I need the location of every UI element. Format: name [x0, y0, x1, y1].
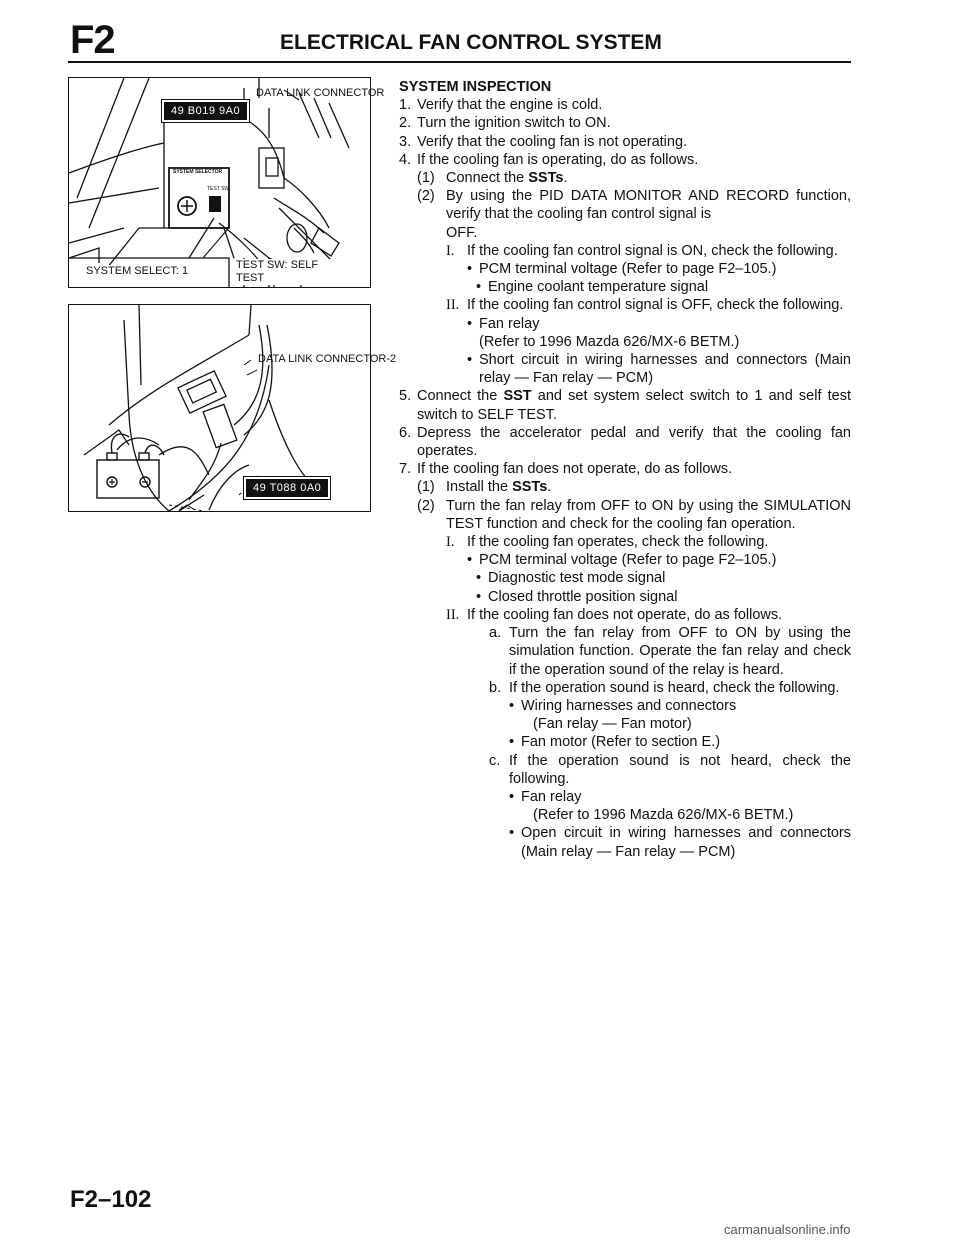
step-number: 6. [399, 424, 412, 441]
step-7-2: (2) Turn the fan relay from OFF to ON by … [399, 497, 851, 533]
step-text: If the cooling fan is operating, do as f… [417, 151, 699, 168]
step-4-2-i: I. If the cooling fan control signal is O… [399, 242, 851, 260]
figure-sst-connection: DATA LINK CONNECTOR-2 49 T088 0A0 [68, 304, 396, 512]
step-text: Turn the fan relay from OFF to ON by usi… [509, 625, 851, 678]
section-code: F2 [70, 18, 116, 62]
step-number: 2. [399, 115, 412, 132]
bullet-item: •Closed throttle position signal [476, 588, 678, 605]
page-number: F2–102 [70, 1186, 152, 1213]
bullet-item: •PCM terminal voltage (Refer to page F2–… [467, 552, 777, 569]
step-text: Turn the fan relay from OFF to ON by usi… [446, 497, 851, 532]
label-system-select: SYSTEM SELECT: 1 [85, 265, 190, 278]
step-text: Turn the ignition switch to ON. [417, 115, 611, 132]
step-3: 3. Verify that the cooling fan is not ope… [399, 133, 851, 151]
step-number: (2) [417, 497, 435, 514]
step-text: By using the PID DATA MONITOR AND RECORD… [446, 188, 851, 223]
step-text: Connect the SSTs. [446, 170, 568, 187]
bullet-item: •Fan relay [509, 788, 582, 805]
bullet-icon: • [476, 279, 482, 296]
step-4: 4. If the cooling fan is operating, do as… [399, 151, 851, 169]
figure-code: 49 T088 0A0 [242, 476, 332, 500]
step-number: I. [446, 242, 455, 259]
step-text: Connect the SST and set system select sw… [417, 388, 851, 423]
step-number: 3. [399, 133, 412, 150]
bullet-icon: • [476, 588, 482, 605]
watermark[interactable]: carmanualsonline.info [724, 1222, 851, 1237]
step-text: If the cooling fan control signal is OFF… [467, 297, 844, 314]
step-number: 7. [399, 461, 412, 478]
step-number: (2) [417, 188, 435, 205]
step-number: II. [446, 297, 460, 314]
bullet-item: •PCM terminal voltage (Refer to page F2–… [467, 261, 777, 278]
step-text: If the cooling fan operates, check the f… [467, 534, 769, 551]
step-number: b. [489, 679, 502, 696]
bullet-icon: • [476, 570, 482, 587]
step-text: If the cooling fan does not operate, do … [467, 606, 783, 623]
step-4-2-ii: II. If the cooling fan control signal is … [399, 296, 851, 314]
step-number: c. [489, 752, 501, 769]
step-number: a. [489, 625, 502, 642]
bullet-icon: • [467, 552, 473, 569]
step-7-2-ii-c: c. If the operation sound is not heard, c… [399, 752, 851, 788]
bullet-icon: • [509, 697, 515, 714]
step-7-2-ii: II. If the cooling fan does not operate, … [399, 606, 851, 624]
header-rule [68, 61, 851, 63]
reference-note: (Refer to 1996 Mazda 626/MX-6 BETM.) [479, 333, 740, 350]
label-data-link-connector: DATA LINK CONNECTOR [256, 87, 385, 99]
step-number: 1. [399, 97, 412, 114]
bullet-item: •Engine coolant temperature signal [476, 279, 709, 296]
step-number: 4. [399, 151, 412, 168]
step-text: Verify that the cooling fan is not opera… [417, 133, 688, 150]
step-text: Verify that the engine is cold. [417, 97, 603, 114]
step-4-2: (2) By using the PID DATA MONITOR AND REC… [399, 187, 851, 223]
label-system-selector: SYSTEM SELECTOR [172, 169, 224, 175]
bullet-item: •Short circuit in wiring harnesses and c… [467, 352, 851, 387]
bullet-icon: • [509, 825, 515, 842]
reference-note: (Fan relay — Fan motor) [533, 716, 692, 733]
step-7-2-ii-a: a. Turn the fan relay from OFF to ON by u… [399, 624, 851, 679]
bullet-item: •Fan motor (Refer to section E.) [509, 734, 721, 751]
step-number: (1) [417, 170, 435, 187]
step-text: If the cooling fan does not operate, do … [417, 461, 733, 478]
system-inspection: SYSTEM INSPECTION 1. Verify that the engi… [399, 78, 851, 861]
bullet-icon: • [509, 788, 515, 805]
step-7-1: (1) Install the SSTs. [399, 478, 851, 496]
bullet-icon: • [467, 261, 473, 278]
bullet-icon: • [467, 315, 473, 332]
bullet-icon: • [467, 352, 473, 369]
step-6: 6. Depress the accelerator pedal and veri… [399, 424, 851, 460]
step-1: 1. Verify that the engine is cold. [399, 96, 851, 114]
step-2: 2. Turn the ignition switch to ON. [399, 114, 851, 132]
bullet-item: •Open circuit in wiring harnesses and co… [509, 825, 851, 860]
label-test-sw-small: TEST SW [207, 186, 230, 192]
bullet-icon: • [509, 734, 515, 751]
step-number: II. [446, 606, 460, 623]
step-text: Depress the accelerator pedal and verify… [417, 424, 851, 460]
step-number: I. [446, 534, 455, 551]
step-number: (1) [417, 479, 435, 496]
figure-data-link-connector: 49 B019 9A0 DATA LINK CONNECTOR SYSTEM S… [68, 77, 384, 288]
bullet-item: •Wiring harnesses and connectors [509, 697, 737, 714]
reference-note: (Refer to 1996 Mazda 626/MX-6 BETM.) [533, 807, 794, 824]
label-data-link-connector-2: DATA LINK CONNECTOR-2 [258, 353, 397, 365]
step-text: If the operation sound is not heard, che… [509, 752, 851, 787]
step-7-2-i: I. If the cooling fan operates, check the… [399, 533, 851, 551]
step-number: 5. [399, 388, 412, 405]
step-7: 7. If the cooling fan does not operate, d… [399, 460, 851, 478]
section-heading: SYSTEM INSPECTION [399, 79, 552, 95]
step-4-1: (1) Connect the SSTs. [399, 169, 851, 187]
label-test-sw: TEST SW: SELF TEST [235, 259, 345, 285]
step-text: If the operation sound is heard, check t… [509, 679, 840, 696]
step-7-2-ii-b: b. If the operation sound is heard, check… [399, 679, 851, 697]
page-title: ELECTRICAL FAN CONTROL SYSTEM [280, 31, 662, 54]
figure-code: 49 B019 9A0 [160, 99, 251, 123]
step-text: OFF. [446, 224, 478, 241]
step-text: If the cooling fan control signal is ON,… [467, 242, 838, 259]
step-text: Install the SSTs. [446, 479, 552, 496]
step-5: 5. Connect the SST and set system select … [399, 387, 851, 423]
step-4-2-cont: OFF. [399, 224, 851, 242]
bullet-item: •Diagnostic test mode signal [476, 570, 666, 587]
bullet-item: •Fan relay [467, 315, 540, 332]
